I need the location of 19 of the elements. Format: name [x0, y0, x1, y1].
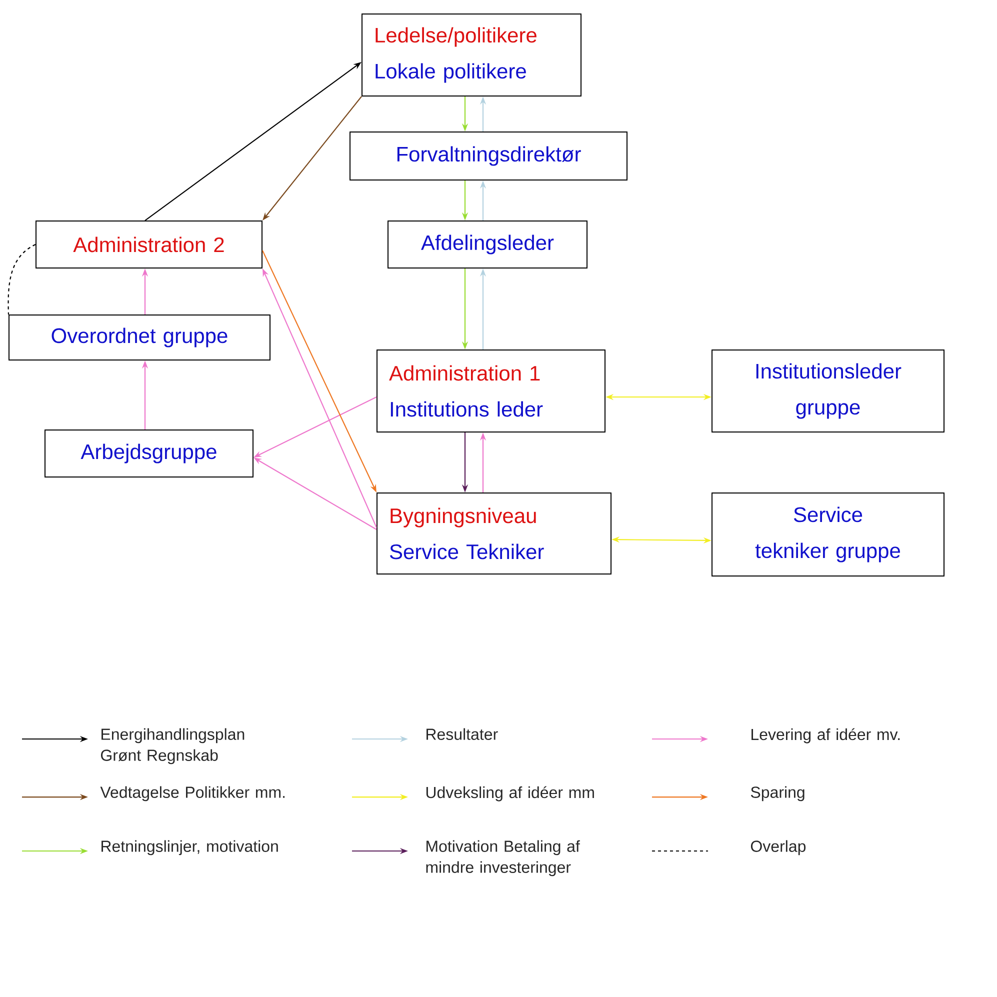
box: Service tekniker gruppe	[712, 492, 944, 576]
legend-text: Levering af idéer mv.	[752, 728, 900, 744]
box: Ledelse/politikere Lokale politikere	[362, 14, 582, 96]
box: Arbejdsgruppe	[44, 430, 254, 478]
legend-text: Overlap	[750, 840, 806, 856]
box: Institutionsleder gruppe	[712, 350, 944, 432]
box: Overordnet gruppe	[8, 314, 270, 360]
box: Bygningsniveau Service Tekniker	[376, 492, 612, 574]
legend-text: Retningslinjer, motivation	[102, 840, 278, 856]
legend-text: Vedtagelse Politikker mm.	[100, 786, 285, 802]
box: Administration 2	[36, 220, 262, 268]
legend-text: Motivation Betaling af mindre investeringer	[426, 840, 580, 876]
legend-text: Sparing	[750, 786, 804, 802]
legend-text: Energihandlingsplan Grønt Regnskab	[101, 728, 244, 764]
box: Administration 1 Institutions leder	[376, 350, 606, 432]
legend-text: Udveksling af idéer mm	[426, 786, 594, 802]
legend-text: Resultater	[426, 728, 498, 740]
box: Forvaltningsdirektør	[350, 132, 628, 180]
box: Afdelingsleder	[388, 220, 588, 268]
